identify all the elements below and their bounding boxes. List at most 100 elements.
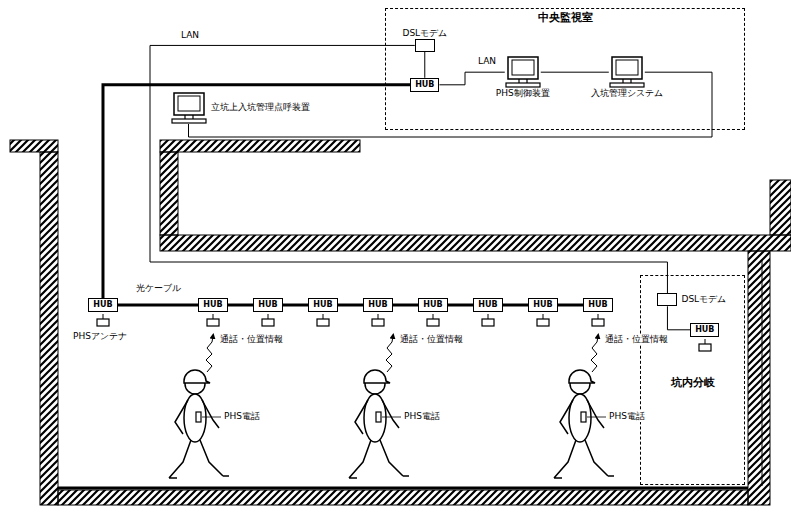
hub-outline: HUB bbox=[528, 298, 557, 312]
monitor-icon bbox=[171, 92, 207, 124]
node-text: HUB bbox=[695, 325, 714, 335]
connector-line bbox=[424, 52, 425, 78]
hub-box: HUB bbox=[473, 298, 502, 312]
hub-outline: HUB bbox=[363, 298, 392, 312]
connector-line bbox=[558, 304, 584, 307]
antenna-symbol bbox=[592, 314, 604, 326]
connector-line bbox=[439, 72, 504, 85]
modem-icon bbox=[415, 39, 435, 52]
hub-box: HUB bbox=[253, 298, 282, 312]
phone-label: PHS電話 bbox=[608, 411, 646, 422]
antenna-symbol bbox=[317, 314, 329, 326]
control-room-region: 中央監視室 DSLモデム HUB PHS制御装置 入坑管理システム bbox=[385, 8, 745, 130]
hub-outline: HUB bbox=[88, 298, 117, 312]
monitor-icon bbox=[609, 56, 645, 88]
node-text: HUB bbox=[313, 300, 332, 310]
shield-face bbox=[762, 260, 763, 486]
phs-controller: PHS制御装置 bbox=[496, 56, 550, 99]
edge-label: LAN bbox=[180, 30, 200, 41]
node-text: HUB bbox=[93, 300, 112, 310]
worker bbox=[349, 336, 409, 478]
antenna-symbol bbox=[427, 314, 439, 326]
branch-region: 坑内分岐 DSLモデム HUB bbox=[640, 275, 745, 485]
antenna-symbols bbox=[97, 314, 711, 351]
hub-outline: HUB bbox=[410, 78, 439, 92]
hub-box: HUB bbox=[88, 298, 117, 312]
node-text: HUB bbox=[258, 300, 277, 310]
signal-label: 通話・位置情報 bbox=[399, 334, 464, 345]
connector-line bbox=[189, 72, 713, 137]
ground-hatching bbox=[10, 140, 791, 505]
node-text: HUB bbox=[203, 300, 222, 310]
dsl-modem: DSLモデム bbox=[402, 28, 447, 52]
antenna-symbol bbox=[262, 314, 274, 326]
node-text: DSLモデム bbox=[402, 28, 447, 39]
connector-line bbox=[667, 306, 690, 330]
hub-outline: HUB bbox=[583, 298, 612, 312]
signal-label: 通話・位置情報 bbox=[604, 334, 669, 345]
antenna-label: PHSアンテナ bbox=[72, 331, 128, 342]
worker-figures bbox=[169, 336, 614, 478]
antenna-symbol bbox=[97, 314, 109, 326]
connector-line bbox=[150, 45, 667, 293]
node-text: HUB bbox=[478, 300, 497, 310]
hub-box: HUB bbox=[198, 298, 227, 312]
node-text: HUB bbox=[533, 300, 552, 310]
antenna-symbol bbox=[537, 314, 549, 326]
node-text: 中央監視室 bbox=[386, 11, 744, 25]
tunnel-floor bbox=[58, 487, 748, 490]
hub-box: HUB bbox=[583, 298, 612, 312]
node-text: 立坑上入坑管理点呼装置 bbox=[211, 102, 310, 113]
connector-line bbox=[448, 304, 474, 307]
connector-line bbox=[103, 85, 410, 298]
hub-box: HUB bbox=[308, 298, 337, 312]
edge-label: 光ケーブル bbox=[135, 283, 182, 294]
connector-line bbox=[393, 304, 419, 307]
antenna-symbol bbox=[482, 314, 494, 326]
node-text: HUB bbox=[368, 300, 387, 310]
node-text: PHS制御装置 bbox=[496, 88, 550, 99]
edge-label: LAN bbox=[477, 56, 497, 67]
modem-icon bbox=[657, 293, 677, 306]
node-text: 坑内分岐 bbox=[641, 376, 744, 390]
connector-line bbox=[541, 72, 609, 73]
hub-box: HUB bbox=[528, 298, 557, 312]
hub-outline: HUB bbox=[253, 298, 282, 312]
connector-line bbox=[228, 304, 254, 307]
monitor-symbol bbox=[505, 56, 541, 88]
node-text: 入坑管理システム bbox=[591, 88, 663, 99]
worker bbox=[169, 336, 229, 478]
roll-call-terminal: 立坑上入坑管理点呼装置 bbox=[171, 92, 310, 124]
antenna-symbol bbox=[207, 314, 219, 326]
antenna-symbol bbox=[699, 339, 711, 351]
hub-box: HUB bbox=[363, 298, 392, 312]
hub-outline: HUB bbox=[690, 323, 719, 337]
node-text: DSLモデム bbox=[681, 294, 726, 305]
node-text: HUB bbox=[588, 300, 607, 310]
dsl-modem: DSLモデム bbox=[657, 293, 726, 306]
node-text: HUB bbox=[423, 300, 442, 310]
hub-outline: HUB bbox=[473, 298, 502, 312]
connector-line bbox=[503, 304, 529, 307]
phone-label: PHS電話 bbox=[223, 411, 261, 422]
entry-management-pc: 入坑管理システム bbox=[591, 56, 663, 99]
hub-box: HUB bbox=[418, 298, 447, 312]
monitor-symbol bbox=[609, 56, 645, 88]
hub-outline: HUB bbox=[198, 298, 227, 312]
hub-outline: HUB bbox=[308, 298, 337, 312]
connector-line bbox=[283, 304, 309, 307]
connector-line bbox=[118, 304, 199, 307]
antenna-symbol bbox=[372, 314, 384, 326]
connector-line bbox=[338, 304, 364, 307]
monitor-icon bbox=[505, 56, 541, 88]
monitor-symbol bbox=[171, 92, 207, 124]
hub-box: HUB bbox=[690, 323, 719, 337]
signal-label: 通話・位置情報 bbox=[219, 334, 284, 345]
node-text: HUB bbox=[415, 80, 434, 90]
phone-label: PHS電話 bbox=[403, 411, 441, 422]
worker bbox=[554, 336, 614, 478]
hub-outline: HUB bbox=[418, 298, 447, 312]
